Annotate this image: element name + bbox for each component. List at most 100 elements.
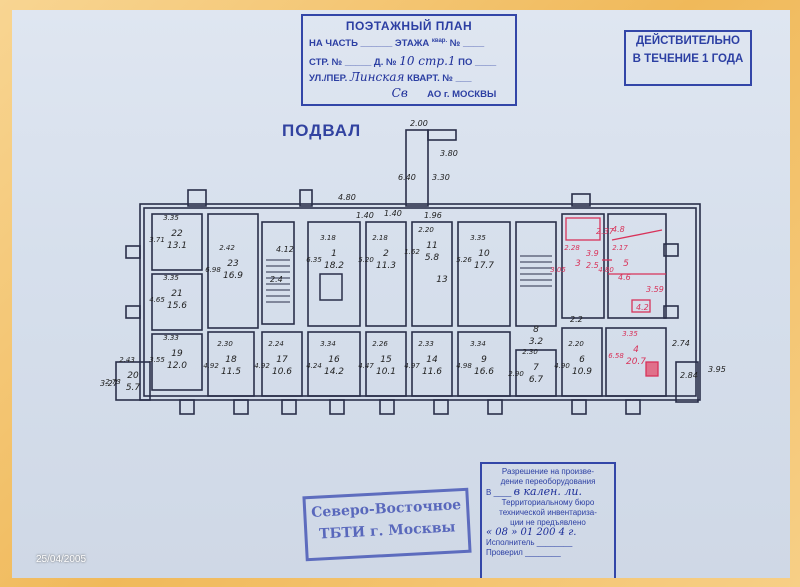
light-well — [187, 189, 207, 207]
room-width: 2.17 — [612, 244, 628, 252]
room-number: 20 — [127, 371, 139, 381]
wall-room-18 — [207, 331, 255, 397]
wall-room-17 — [261, 331, 303, 397]
room-height: 4.65 — [149, 296, 165, 304]
outer-wall — [139, 203, 701, 401]
room-area: 18.2 — [324, 261, 344, 271]
room-width: 2.30 — [217, 340, 233, 348]
room-height: 4.90 — [554, 362, 570, 370]
room-number: 13 — [436, 275, 448, 285]
room-number: 19 — [171, 349, 183, 359]
room-width: 3.35 — [163, 214, 179, 222]
dim-label: 3.80 — [440, 149, 458, 158]
room-height: 3.71 — [149, 236, 165, 244]
room-height: 4.97 — [404, 362, 420, 370]
dim-label: 2.4 — [270, 275, 283, 284]
room-number: 2 — [383, 249, 389, 259]
room-number: 15 — [380, 355, 392, 365]
room-number: 8 — [533, 325, 539, 335]
stamp-row-4: Св АО г. МОСКВЫ — [309, 86, 497, 100]
validity-line-2: В ТЕЧЕНИЕ 1 ГОДА — [632, 53, 744, 65]
wall-room-3 — [561, 213, 605, 319]
dim-label: 3.95 — [708, 365, 726, 374]
wall-room-11 — [411, 221, 453, 327]
light-well — [179, 399, 195, 415]
room-area: 11.6 — [422, 367, 442, 377]
permit-line: Разрешение на произве- — [501, 467, 595, 476]
light-well — [379, 399, 395, 415]
stamp-label: КВАРТ. № — [407, 73, 453, 84]
dim-label: 2.00 — [410, 119, 428, 128]
room-height: 4.80 — [598, 266, 614, 274]
room-height: 4.92 — [254, 362, 270, 370]
permit-line: ции не предъявлено — [510, 518, 586, 527]
room-width: 2.24 — [268, 340, 284, 348]
room-number: 14 — [426, 355, 438, 365]
dim-label: 2.84 — [680, 371, 698, 380]
red-dim: 2.5 — [586, 261, 599, 270]
room-height: 6.35 — [306, 256, 322, 264]
dim-label: 1.40 — [384, 209, 402, 218]
permit-checked: Проверил ________ — [486, 548, 561, 557]
stamp-label: № — [449, 38, 461, 50]
stamp-row-3: УЛ./ПЕР. Линская КВАРТ. № ___ — [309, 70, 472, 84]
wall-room-16 — [307, 331, 361, 397]
handwritten-date: « 08 » 01 200 4 г. — [486, 527, 577, 538]
light-well — [281, 399, 297, 415]
dimension-labels: 2.00 6.40 3.30 3.80 4.80 1.40 1.96 1.40 … — [100, 119, 726, 388]
room-height: 4.47 — [358, 362, 374, 370]
stamp-label: УЛ./ПЕР. — [309, 73, 348, 84]
room-area: 10.9 — [572, 367, 592, 377]
vent-shaft — [405, 129, 429, 207]
stamp-label: ЭТАЖА — [394, 38, 430, 50]
room-width: 2.33 — [418, 340, 434, 348]
room-area: 16.9 — [223, 271, 243, 281]
permit-line: дение переоборудования — [500, 477, 596, 486]
light-well — [571, 193, 591, 207]
room-height: 4.98 — [456, 362, 472, 370]
wall-room-10 — [457, 221, 511, 327]
room-number: 21 — [171, 289, 182, 299]
wall-room-14 — [411, 331, 453, 397]
red-dim: 3.9 — [586, 249, 599, 258]
room-area: 11.5 — [221, 367, 241, 377]
permit-label: В — [486, 488, 492, 497]
room-height: 2.90 — [508, 370, 524, 378]
wall-room-22 — [151, 213, 203, 271]
room-number: 5 — [623, 259, 629, 269]
room-area: 14.2 — [324, 367, 344, 377]
wall-room-1 — [307, 221, 361, 327]
wall-stairs-left — [261, 221, 295, 325]
light-well — [571, 399, 587, 415]
wall-room-23 — [207, 213, 259, 329]
room-number: 22 — [171, 229, 183, 239]
dim-label: 4.80 — [338, 193, 356, 202]
room-height: 4.24 — [306, 362, 322, 370]
light-well — [625, 399, 641, 415]
permit-stamp: Разрешение на произве- дение переоборудо… — [480, 462, 616, 578]
bti-stamp: Северо-Восточное ТБТИ г. Москвы — [302, 487, 472, 562]
room-area: 10.6 — [272, 367, 292, 377]
room-height: 1.62 — [404, 248, 420, 256]
wall-room-15 — [365, 331, 407, 397]
room-number: 3 — [575, 259, 581, 269]
dim-label: 1.40 — [356, 211, 374, 220]
room-width: 3.34 — [470, 340, 486, 348]
stair-hatching — [266, 255, 552, 303]
room-area: 5.8 — [425, 253, 440, 263]
light-well — [125, 305, 141, 319]
wall-room-4 — [605, 327, 667, 397]
room-width: 3.35 — [622, 330, 638, 338]
room-height: 3.55 — [149, 356, 165, 364]
wall-stairs-right — [515, 221, 557, 327]
room-width: 3.18 — [320, 234, 336, 242]
light-well — [663, 305, 679, 319]
room-height: 5.26 — [456, 256, 472, 264]
room-number: 10 — [478, 249, 490, 259]
dim-label: 3.30 — [432, 173, 450, 182]
room-width: 2.42 — [219, 244, 235, 252]
wall-room-right-annex — [675, 361, 699, 403]
permit-line: технической инвентариза- — [499, 508, 597, 517]
red-dim: 3.59 — [646, 285, 664, 294]
